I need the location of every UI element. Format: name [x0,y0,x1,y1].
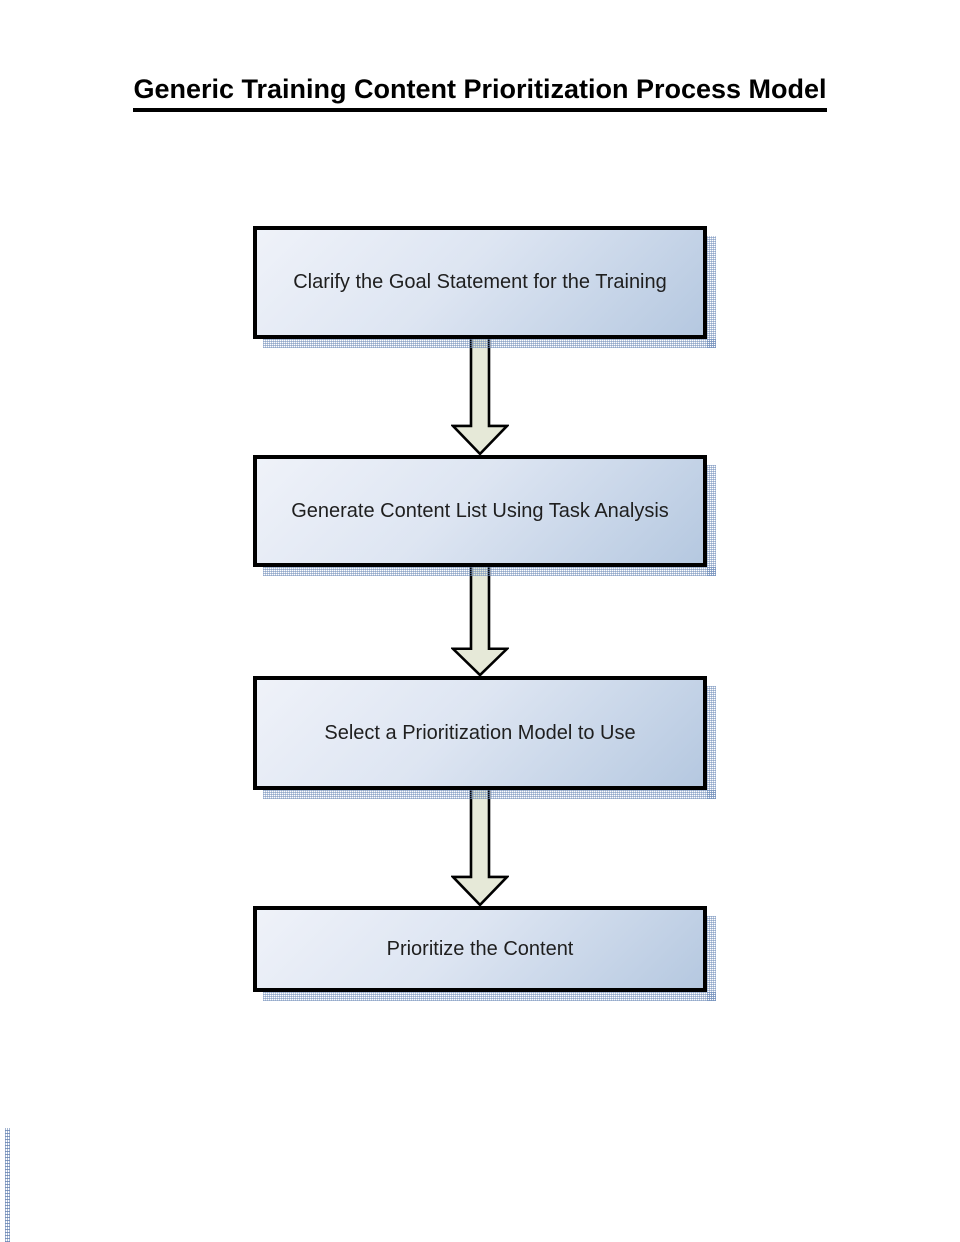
process-step-box-3: Select a Prioritization Model to Use [253,676,716,799]
page-title-text: Generic Training Content Prioritization … [133,74,827,112]
process-step-label: Generate Content List Using Task Analysi… [291,499,669,522]
process-step-box-4: Prioritize the Content [253,906,716,1001]
process-step-label: Select a Prioritization Model to Use [324,721,636,744]
process-step-label: Prioritize the Content [386,937,574,960]
process-step-box-1: Clarify the Goal Statement for the Train… [253,226,716,348]
process-step-box-2: Generate Content List Using Task Analysi… [253,455,716,576]
down-block-arrow-icon [451,788,509,908]
left-edge-microtext-watermark [5,1128,10,1242]
down-block-arrow-icon [451,337,509,457]
page-title: Generic Training Content Prioritization … [0,74,960,112]
process-step-label: Clarify the Goal Statement for the Train… [293,271,667,293]
down-block-arrow-icon [451,565,509,678]
